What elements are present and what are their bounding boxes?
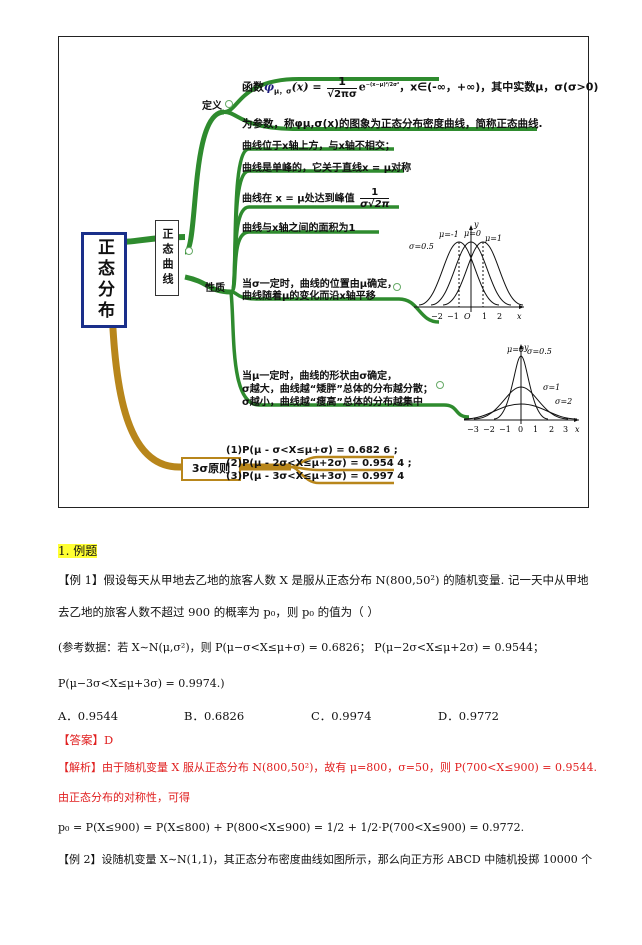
svg-text:−1: −1 bbox=[447, 312, 459, 321]
svg-text:x: x bbox=[575, 425, 580, 434]
svg-text:μ=-1: μ=-1 bbox=[439, 230, 459, 239]
def-label: 定义 bbox=[202, 101, 222, 112]
def-line1: 函数φμ，σ(x) = 1 √2πσ e−(x−μ)²/2σ²，x∈(-∞，+∞… bbox=[242, 75, 599, 100]
svg-text:2: 2 bbox=[497, 312, 502, 321]
svg-text:μ=0: μ=0 bbox=[507, 345, 524, 354]
svg-text:0: 0 bbox=[518, 425, 523, 434]
prop-shape-2: σ越大，曲线越“矮胖”总体的分布越分散； bbox=[242, 384, 433, 395]
analysis-line3: p₀ = P(X≤900) = P(X≤800) + P(800<X≤900) … bbox=[58, 821, 525, 834]
prop-item-1: 曲线位于x轴上方，与x轴不相交； bbox=[242, 141, 395, 152]
prop-label: 性质 bbox=[205, 283, 225, 294]
option-a: A．0.9544 bbox=[58, 709, 119, 723]
svg-text:μ=0: μ=0 bbox=[464, 229, 481, 238]
answer: 【答案】D bbox=[58, 733, 114, 747]
section-title: 1. 例题 bbox=[58, 544, 98, 558]
collapse-icon[interactable] bbox=[185, 247, 193, 255]
branch-3sigma-rule: 3σ原则 bbox=[181, 457, 241, 481]
svg-text:σ=0.5: σ=0.5 bbox=[409, 242, 434, 251]
mindmap-frame: 正态分布 正态曲线 3σ原则 定义 性质 函数φμ，σ(x) = 1 √2πσ … bbox=[58, 36, 598, 508]
svg-text:y: y bbox=[523, 343, 529, 352]
svg-text:x: x bbox=[517, 312, 522, 321]
rule-2: (2)P(μ - 2σ<X≤μ+2σ) = 0.954 4 ; bbox=[226, 458, 412, 469]
reference-line1: (参考数据：若 X∼N(μ,σ²)，则 P(μ−σ<X≤μ+σ) = 0.682… bbox=[58, 641, 544, 654]
svg-text:−2: −2 bbox=[431, 312, 443, 321]
graph-mu-shift: μ=-1 μ=0 μ=1 σ=0.5 −2 −1 O 1 2 x y bbox=[409, 220, 524, 321]
option-c: C．0.9974 bbox=[311, 709, 372, 723]
svg-text:μ=1: μ=1 bbox=[485, 234, 502, 243]
svg-text:σ=2: σ=2 bbox=[555, 397, 572, 406]
collapse-icon[interactable] bbox=[436, 381, 444, 389]
prop-shape-1: 当μ一定时，曲线的形状由σ确定， bbox=[242, 371, 398, 382]
root-node: 正态分布 bbox=[81, 232, 127, 328]
reference-line2: P(μ−3σ<X≤μ+3σ) = 0.9974.) bbox=[58, 677, 225, 690]
prop-item-3: 曲线在 x = μ处达到峰值 1 σ√2π bbox=[242, 187, 390, 210]
prop-shift-1: 当σ一定时，曲线的位置由μ确定， bbox=[242, 279, 398, 290]
svg-text:σ=0.5: σ=0.5 bbox=[527, 347, 552, 356]
option-d: D．0.9772 bbox=[438, 709, 499, 723]
prop-item-4: 曲线与x轴之间的面积为1 bbox=[242, 223, 356, 234]
rule-1: (1)P(μ - σ<X≤μ+σ) = 0.682 6 ; bbox=[226, 445, 398, 456]
example-2-line: 【例 2】设随机变量 X∼N(1,1)，其正态分布密度曲线如图所示，那么向正方形… bbox=[58, 853, 593, 866]
prop-shape-3: σ越小，曲线越“瘦高”总体的分布越集中 bbox=[242, 397, 423, 408]
svg-text:1: 1 bbox=[533, 425, 538, 434]
collapse-icon[interactable] bbox=[393, 283, 401, 291]
svg-text:σ=1: σ=1 bbox=[543, 383, 560, 392]
svg-text:−3: −3 bbox=[467, 425, 479, 434]
svg-text:−2: −2 bbox=[483, 425, 495, 434]
example-1-line2: 去乙地的旅客人数不超过 900 的概率为 p₀，则 p₀ 的值为（ ） bbox=[58, 605, 379, 619]
prop-shift-2: 曲线随着μ的变化而沿x轴平移 bbox=[242, 291, 376, 302]
svg-text:3: 3 bbox=[563, 425, 568, 434]
mindmap-branches bbox=[107, 77, 537, 485]
rule-3: (3)P(μ - 3σ<X≤μ+3σ) = 0.997 4 bbox=[226, 471, 405, 482]
prop-item-2: 曲线是单峰的，它关于直线x = μ对称 bbox=[242, 163, 412, 174]
analysis-line2: 由正态分布的对称性，可得 bbox=[58, 791, 190, 804]
collapse-icon[interactable] bbox=[225, 100, 233, 108]
svg-text:y: y bbox=[473, 220, 479, 229]
svg-text:1: 1 bbox=[482, 312, 487, 321]
analysis-line1: 【解析】由于随机变量 X 服从正态分布 N(800,50²)，故有 μ=800，… bbox=[58, 761, 597, 774]
graph-sigma-shape: μ=0 σ=0.5 σ=1 σ=2 −3 −2 −1 0 1 2 3 x y bbox=[463, 343, 580, 434]
svg-text:2: 2 bbox=[549, 425, 554, 434]
svg-text:−1: −1 bbox=[499, 425, 511, 434]
example-1-line1: 【例 1】假设每天从甲地去乙地的旅客人数 X 是服从正态分布 N(800,50²… bbox=[58, 573, 589, 587]
svg-text:O: O bbox=[464, 312, 471, 321]
option-b: B．0.6826 bbox=[184, 709, 245, 723]
branch-normal-curve: 正态曲线 bbox=[155, 220, 179, 296]
def-line2: 为参数，称φμ,σ(x)的图象为正态分布密度曲线，简称正态曲线. bbox=[242, 118, 543, 130]
